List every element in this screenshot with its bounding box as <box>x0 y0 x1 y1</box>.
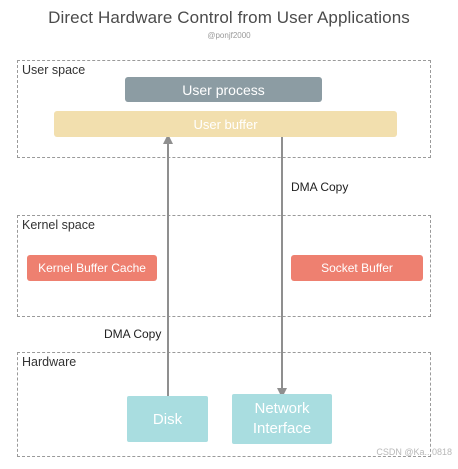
user-space-section: User space <box>17 60 431 158</box>
kernel-space-label: Kernel space <box>22 218 95 232</box>
user-process-label: User process <box>182 81 265 98</box>
network-interface-label-line1: Network <box>254 400 310 417</box>
network-interface-box: Network Interface <box>232 394 332 444</box>
hardware-section: Hardware <box>17 352 431 457</box>
kernel-buffer-cache-label: Kernel Buffer Cache <box>38 261 146 275</box>
socket-buffer-label: Socket Buffer <box>321 261 393 275</box>
dma-copy-label-left: DMA Copy <box>104 327 162 341</box>
diagram-subtitle: @ponjf2000 <box>207 31 251 40</box>
diagram-title: Direct Hardware Control from User Applic… <box>48 8 410 27</box>
user-process-box: User process <box>125 77 322 102</box>
hardware-label: Hardware <box>22 355 77 369</box>
socket-buffer-box: Socket Buffer <box>291 255 423 281</box>
kernel-space-section: Kernel space <box>17 215 431 317</box>
watermark: CSDN @Ka...0818 <box>376 447 452 457</box>
user-space-label: User space <box>22 63 86 77</box>
disk-label: Disk <box>152 410 183 428</box>
user-buffer-box: User buffer <box>54 111 397 137</box>
disk-box: Disk <box>127 396 208 442</box>
network-interface-label-line2: Interface <box>252 420 312 437</box>
kernel-buffer-cache-box: Kernel Buffer Cache <box>27 255 157 281</box>
dma-copy-label-right: DMA Copy <box>291 180 349 194</box>
user-buffer-label: User buffer <box>193 116 258 132</box>
